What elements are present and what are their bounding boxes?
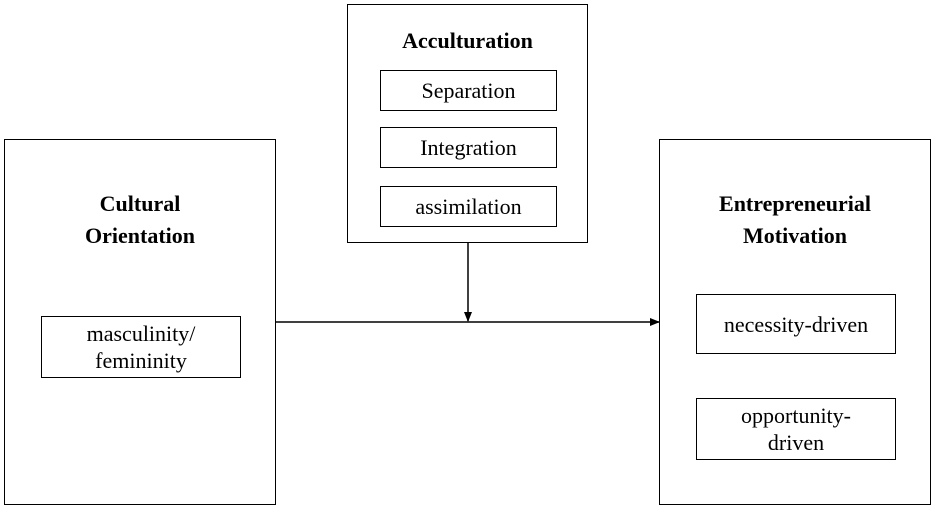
- opportunity-driven-label: opportunity- driven: [741, 403, 851, 455]
- entrepreneurial-motivation-title-line2: Motivation: [743, 223, 847, 248]
- opportunity-driven-box: opportunity- driven: [696, 398, 896, 460]
- entrepreneurial-motivation-title: Entrepreneurial Motivation: [660, 188, 930, 252]
- cultural-orientation-title-line2: Orientation: [85, 223, 195, 248]
- acculturation-box: Acculturation Separation Integration ass…: [347, 4, 588, 243]
- masculinity-femininity-box: masculinity/ femininity: [41, 316, 241, 378]
- separation-box: Separation: [380, 70, 557, 111]
- assimilation-box: assimilation: [380, 186, 557, 227]
- integration-box: Integration: [380, 127, 557, 168]
- cultural-orientation-title: Cultural Orientation: [5, 188, 275, 252]
- integration-label: Integration: [420, 135, 517, 160]
- masculinity-femininity-label: masculinity/ femininity: [86, 321, 196, 373]
- separation-label: Separation: [421, 78, 516, 103]
- assimilation-label: assimilation: [415, 194, 522, 219]
- necessity-driven-label: necessity-driven: [723, 311, 869, 337]
- entrepreneurial-motivation-title-line1: Entrepreneurial: [719, 191, 871, 216]
- entrepreneurial-motivation-box: Entrepreneurial Motivation necessity-dri…: [659, 139, 931, 505]
- cultural-orientation-box: Cultural Orientation masculinity/ femini…: [4, 139, 276, 505]
- necessity-driven-box: necessity-driven: [696, 294, 896, 354]
- acculturation-title: Acculturation: [402, 28, 533, 53]
- cultural-orientation-title-line1: Cultural: [99, 191, 181, 216]
